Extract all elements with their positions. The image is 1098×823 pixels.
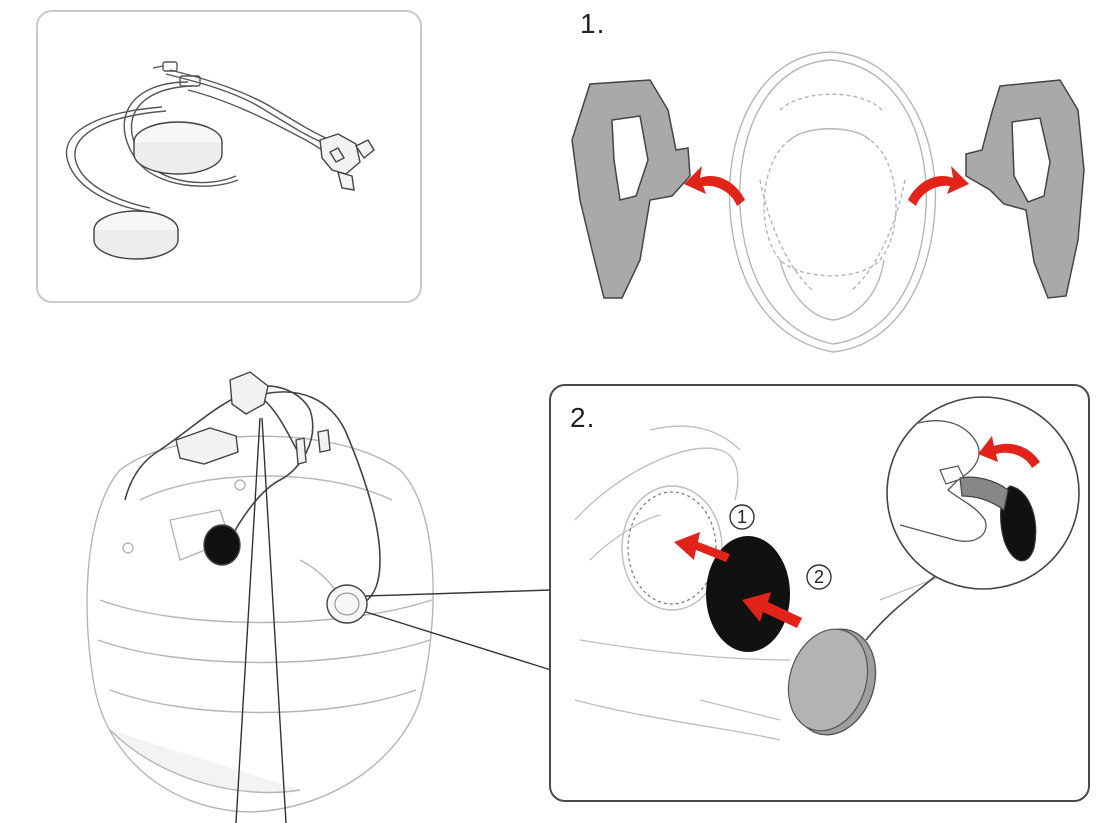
detail-inset: [887, 397, 1079, 589]
speaker-icon: [776, 572, 940, 746]
marker-2: 2: [807, 565, 831, 589]
marker-1: 1: [730, 505, 754, 529]
marker-2-label: 2: [814, 567, 824, 587]
marker-1-label: 1: [737, 507, 747, 527]
